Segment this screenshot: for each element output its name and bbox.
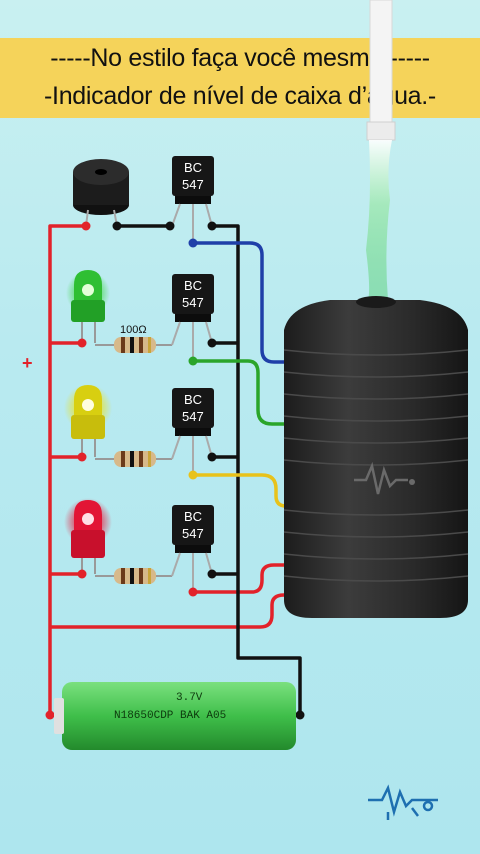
wire-green bbox=[193, 359, 284, 426]
wire-blue bbox=[193, 241, 284, 364]
led-yellow bbox=[64, 384, 112, 457]
resistor-label: 100Ω bbox=[120, 324, 147, 336]
plus-label: + bbox=[22, 353, 33, 373]
tank-logo-icon bbox=[354, 461, 415, 495]
transistor-2-label-bottom: 547 bbox=[182, 295, 204, 310]
transistor-2-label-top: BC bbox=[184, 278, 202, 293]
resistor-1 bbox=[95, 337, 172, 353]
wires bbox=[48, 224, 302, 717]
resistor-3 bbox=[95, 568, 172, 584]
battery-model: N18650CDP BAK A05 bbox=[114, 710, 226, 722]
wire-red-probe bbox=[193, 563, 284, 594]
transistor-3-label-top: BC bbox=[184, 392, 202, 407]
water-tank bbox=[283, 296, 469, 618]
transistor-4: BC 547 bbox=[171, 505, 214, 592]
wire-black-main bbox=[212, 224, 302, 715]
watermark-logo-icon bbox=[368, 784, 438, 820]
transistor-1-label-bottom: 547 bbox=[182, 177, 204, 192]
water-stream bbox=[366, 140, 392, 300]
led-green bbox=[66, 270, 110, 343]
battery: 3.7V N18650CDP BAK A05 bbox=[54, 682, 296, 750]
wire-red-bus bbox=[48, 224, 86, 715]
battery-voltage: 3.7V bbox=[176, 692, 203, 704]
title-banner: -----No estilo faça você mesmo:----- -In… bbox=[0, 38, 480, 118]
transistor-4-label-top: BC bbox=[184, 509, 202, 524]
water-pipe bbox=[366, 0, 396, 141]
buzzer-icon bbox=[73, 159, 129, 227]
transistor-1-label-top: BC bbox=[184, 160, 202, 175]
transistor-2: BC 547 bbox=[171, 274, 214, 361]
transistor-3: BC 547 bbox=[171, 388, 214, 475]
transistor-1: BC 547 bbox=[171, 156, 214, 243]
banner-line-1: -----No estilo faça você mesmo:----- bbox=[50, 44, 430, 72]
led-red bbox=[64, 498, 112, 574]
wire-yellow bbox=[193, 473, 287, 508]
wire-red-bottom bbox=[50, 593, 285, 629]
transistor-3-label-bottom: 547 bbox=[182, 409, 204, 424]
transistor-4-label-bottom: 547 bbox=[182, 526, 204, 541]
resistor-2 bbox=[95, 451, 172, 467]
junction-dots bbox=[45, 221, 305, 720]
